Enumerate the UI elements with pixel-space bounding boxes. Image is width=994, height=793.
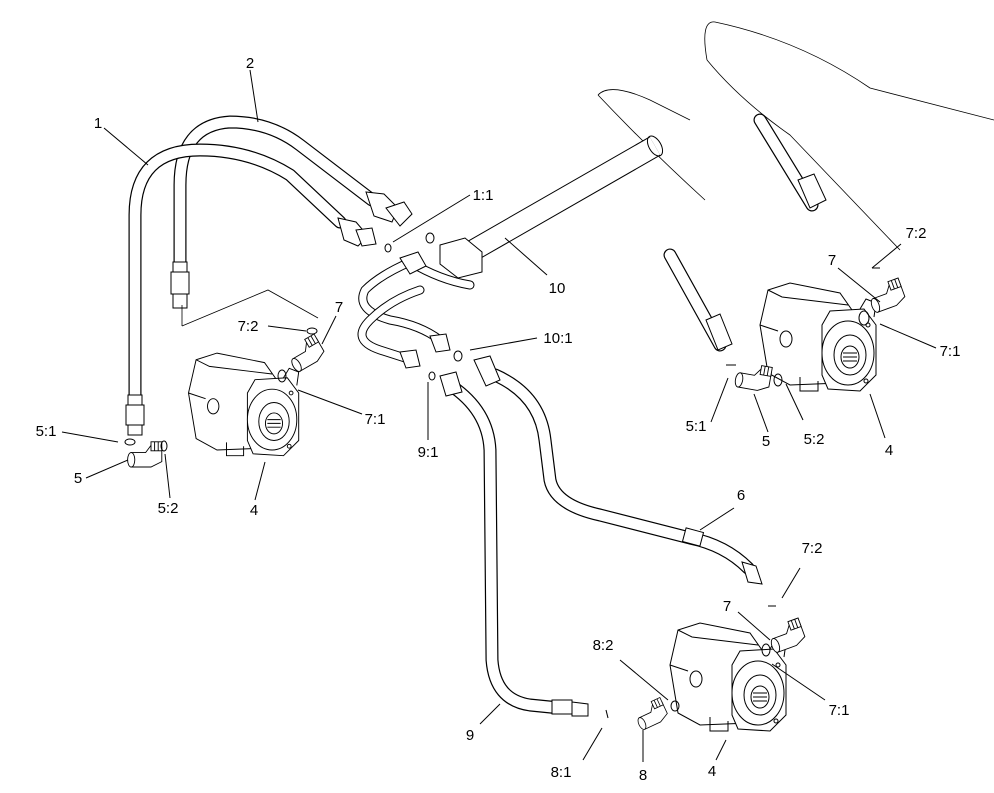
callout-5-2-right: 5:2 [804, 431, 825, 448]
callout-6: 6 [737, 487, 745, 504]
frame-outline-mid-top [597, 89, 691, 121]
callout-5-1-left: 5:1 [36, 423, 57, 440]
callout-8: 8 [639, 767, 647, 784]
pump-4-left [188, 352, 300, 457]
callout-7-right: 7 [828, 252, 836, 269]
middle-right-hose [663, 248, 733, 352]
callout-8-2: 8:2 [593, 637, 614, 654]
callout-7-1-bottom: 7:1 [829, 702, 850, 719]
callout-10: 10 [549, 280, 566, 297]
elbow-5-left [127, 441, 163, 468]
pump-4-right [759, 282, 877, 392]
callout-4-right: 4 [885, 442, 893, 459]
callout-4-left: 4 [250, 502, 258, 519]
callout-5-left: 5 [74, 470, 82, 487]
callout-9-1: 9:1 [418, 444, 439, 461]
callout-7-2-bottom: 7:2 [802, 540, 823, 557]
callout-9: 9 [466, 727, 474, 744]
callout-10-1: 10:1 [543, 330, 572, 347]
callout-5-2-left: 5:2 [158, 500, 179, 517]
o-rings [124, 232, 870, 712]
callout-2: 2 [246, 55, 254, 72]
callout-7-bottom: 7 [723, 598, 731, 615]
callout-1-1: 1:1 [473, 187, 494, 204]
frame-outline-right-top [704, 21, 994, 121]
callout-8-1: 8:1 [551, 764, 572, 781]
callout-7-1-left: 7:1 [365, 411, 386, 428]
callout-4-bottom: 4 [708, 763, 716, 780]
hose-1 [125, 143, 377, 436]
callout-7-left: 7 [335, 299, 343, 316]
callout-7-2-right: 7:2 [906, 225, 927, 242]
callout-7-2-left: 7:2 [238, 318, 259, 335]
hose-6 [473, 355, 763, 585]
frame-pipe-10 [439, 135, 664, 279]
callout-7-1-right: 7:1 [940, 343, 961, 360]
elbow-8 [631, 697, 670, 732]
hose-2 [170, 115, 413, 309]
elbow-7-bottom [765, 617, 808, 654]
hose-9 [439, 371, 589, 717]
small-seals [605, 267, 880, 719]
leader-box-lines [181, 289, 319, 327]
frame-outline-right [706, 59, 901, 251]
callout-5-1-right: 5:1 [686, 418, 707, 435]
leader-lines [61, 69, 937, 762]
callout-5-right: 5 [762, 433, 770, 450]
elbow-5-right [733, 361, 773, 393]
upper-right-hose [753, 113, 827, 212]
elbow-7-left [283, 333, 328, 374]
callout-1: 1 [94, 115, 102, 132]
steel-tubes [357, 251, 475, 369]
